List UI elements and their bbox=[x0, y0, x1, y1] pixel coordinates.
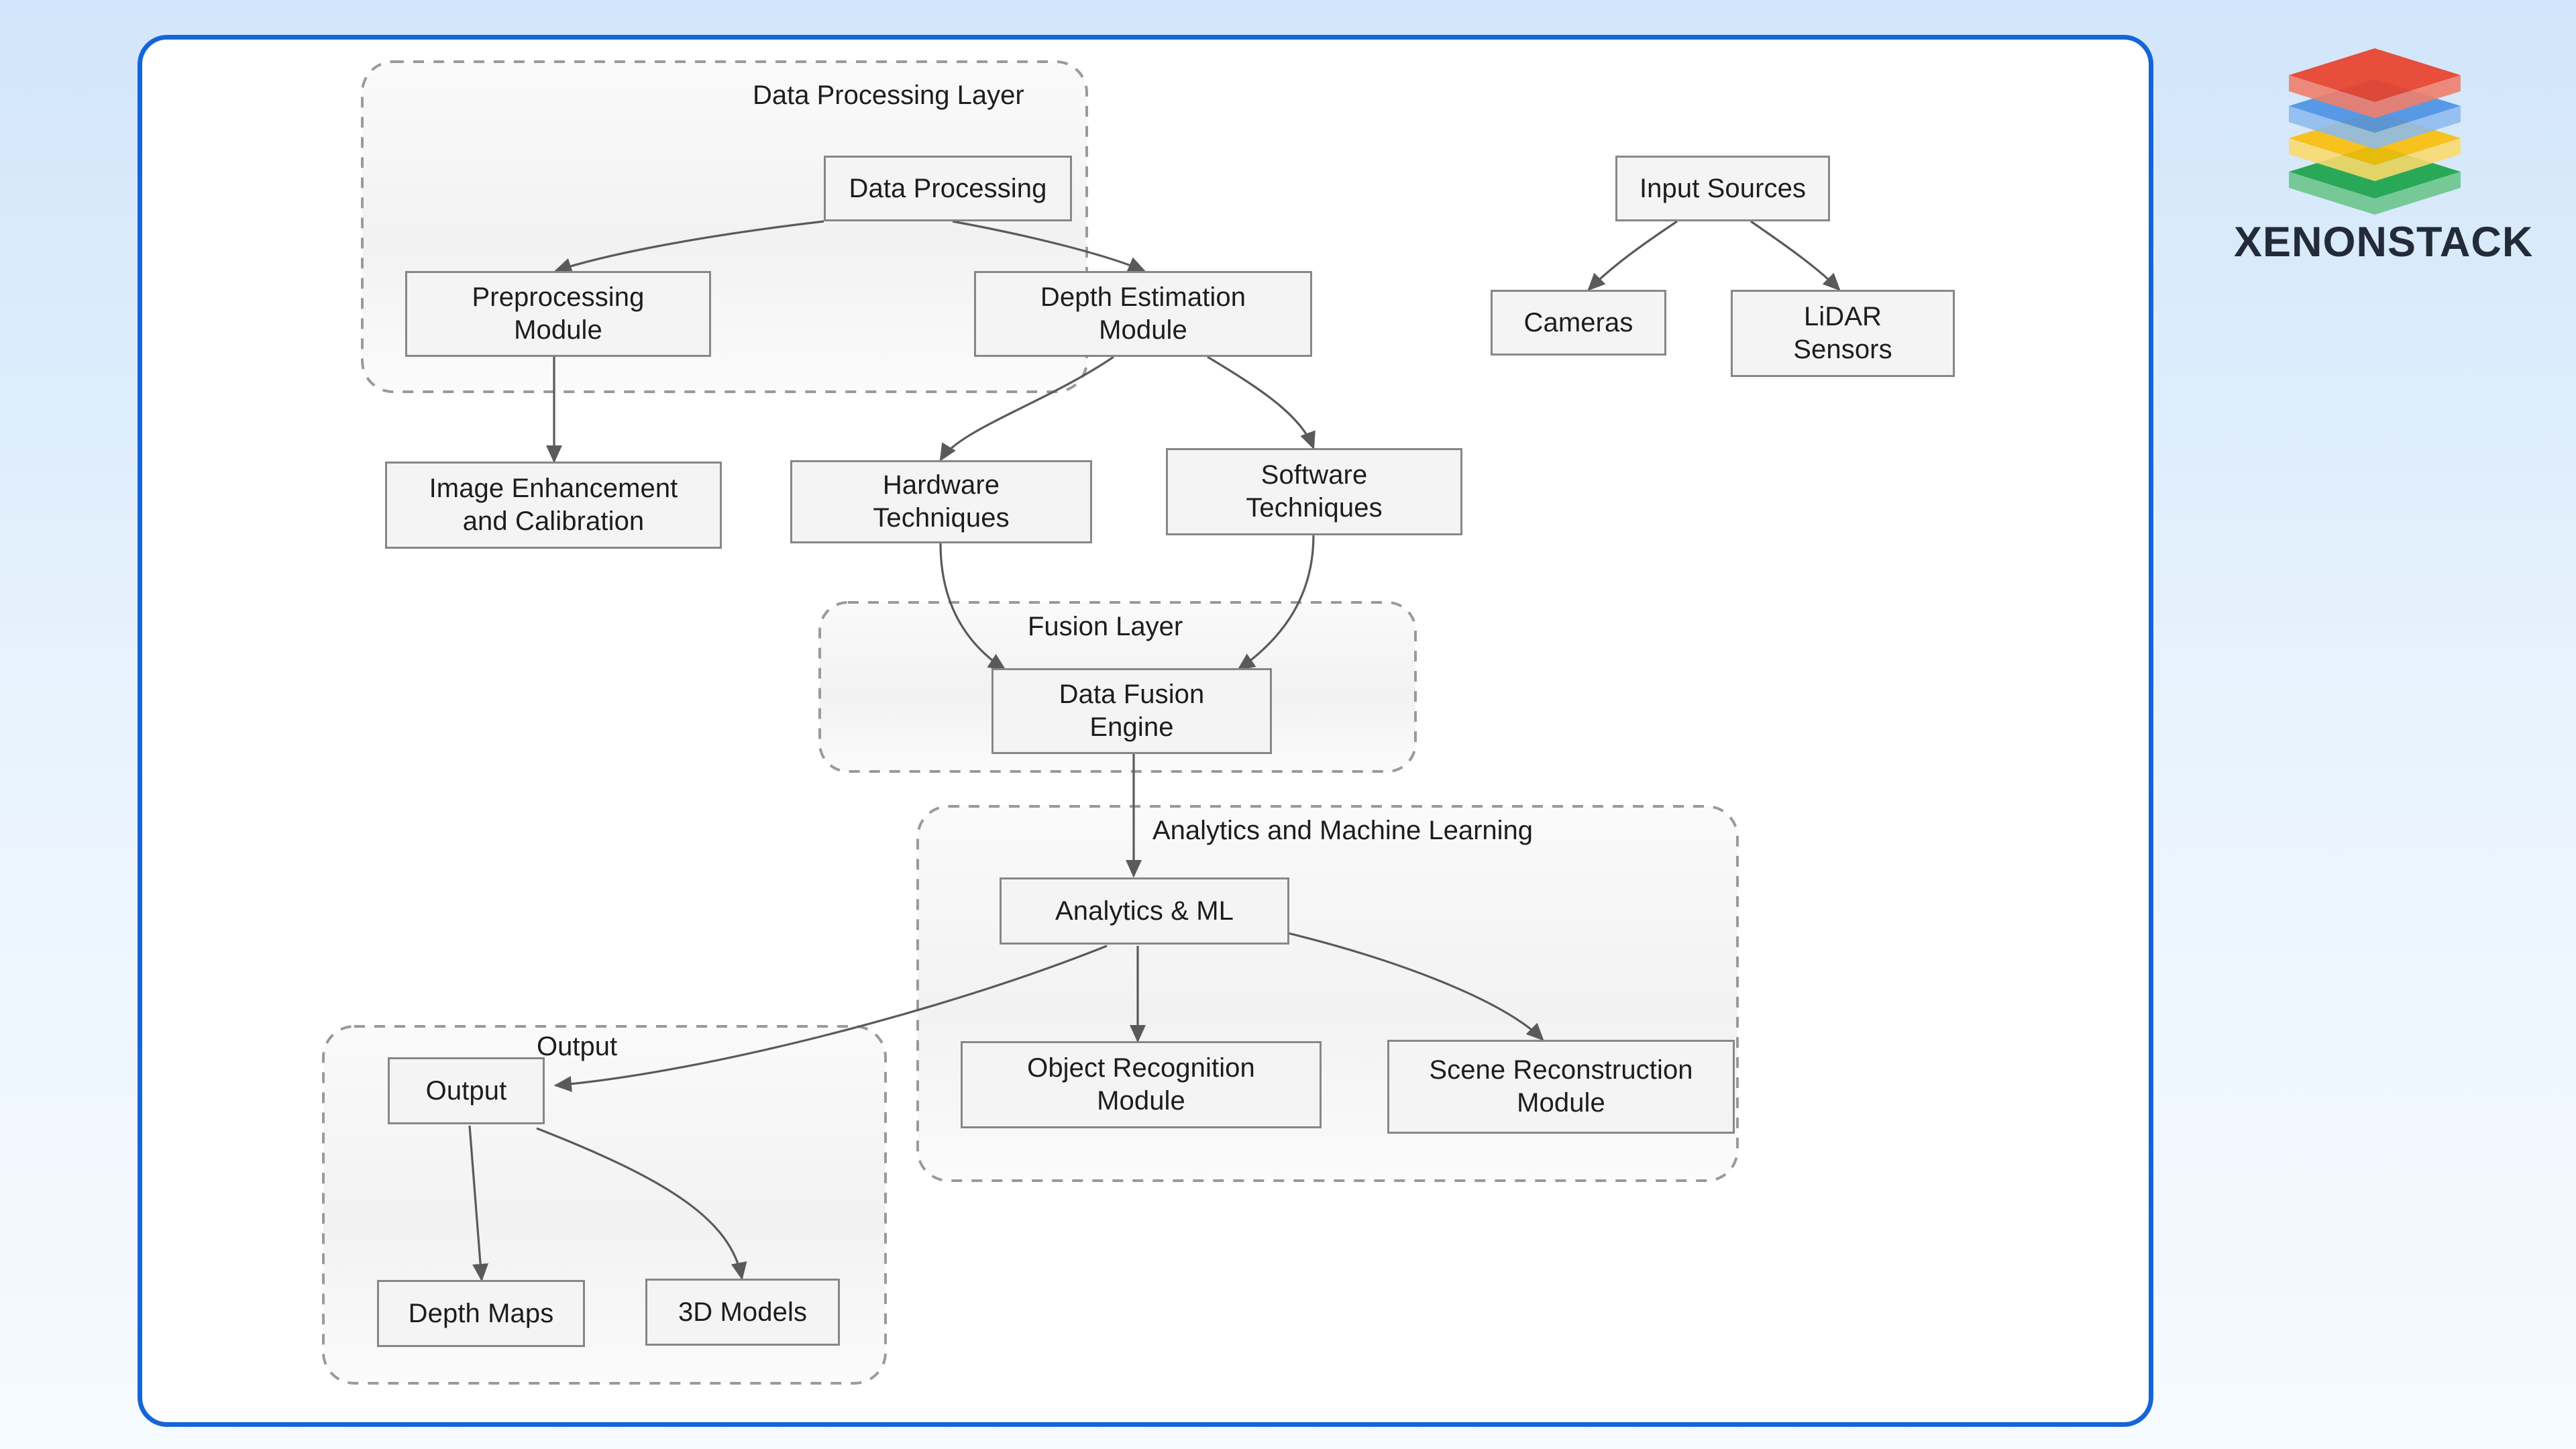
cluster-label-fusion-layer: Fusion Layer bbox=[1028, 612, 1183, 641]
node-analytics-and-ml-label: Analytics & ML bbox=[1055, 896, 1234, 926]
node-input-sources[interactable]: Input Sources bbox=[1615, 156, 1830, 221]
node-data-processing[interactable]: Data Processing bbox=[824, 156, 1072, 221]
node-analytics-and-ml[interactable]: Analytics & ML bbox=[1000, 877, 1289, 945]
edge-depth-estimation-to-hardware-techniques bbox=[939, 356, 1114, 462]
node-depth-maps-label: Depth Maps bbox=[408, 1298, 554, 1328]
node-input-sources-label: Input Sources bbox=[1639, 173, 1807, 203]
edge-hardware-techniques-to-data-fusion bbox=[939, 543, 1007, 671]
stacked-layers-icon bbox=[2289, 48, 2461, 215]
node-3d-models-label: 3D Models bbox=[678, 1297, 808, 1327]
node-cameras-label: Cameras bbox=[1523, 307, 1633, 337]
edge-output-to-3d-models bbox=[536, 1127, 747, 1281]
edge-analytics-ml-to-scene-reconstruction bbox=[1285, 931, 1544, 1041]
cluster-label-data-processing-layer: Data Processing Layer bbox=[753, 80, 1024, 110]
edge-software-techniques-to-data-fusion bbox=[1237, 535, 1315, 671]
node-output[interactable]: Output bbox=[388, 1057, 545, 1124]
edge-input-sources-to-cameras bbox=[1587, 220, 1678, 291]
logo-layer-red bbox=[2289, 48, 2461, 118]
edge-analytics-ml-to-output bbox=[553, 945, 1108, 1092]
brand-name: XENONSTACK bbox=[2234, 219, 2534, 266]
node-cameras[interactable]: Cameras bbox=[1491, 290, 1666, 356]
edge-depth-estimation-to-software-techniques bbox=[1207, 356, 1316, 450]
cluster-label-analytics-and-machine-learning: Analytics and Machine Learning bbox=[1152, 816, 1534, 845]
edge-group bbox=[468, 220, 1841, 1282]
node-depth-maps[interactable]: Depth Maps bbox=[377, 1280, 585, 1347]
cluster-label-output: Output bbox=[537, 1032, 618, 1061]
node-3d-models[interactable]: 3D Models bbox=[645, 1279, 840, 1346]
node-output-label: Output bbox=[425, 1075, 507, 1106]
brand-logo: XENONSTACK bbox=[2234, 47, 2534, 282]
edge-data-processing-to-preprocessing bbox=[553, 220, 824, 274]
node-data-processing-label: Data Processing bbox=[849, 173, 1047, 203]
edge-output-to-depth-maps bbox=[468, 1125, 489, 1282]
edge-data-processing-to-depth-estimation bbox=[952, 220, 1146, 272]
edge-input-sources-to-lidar-sensors bbox=[1750, 220, 1841, 291]
